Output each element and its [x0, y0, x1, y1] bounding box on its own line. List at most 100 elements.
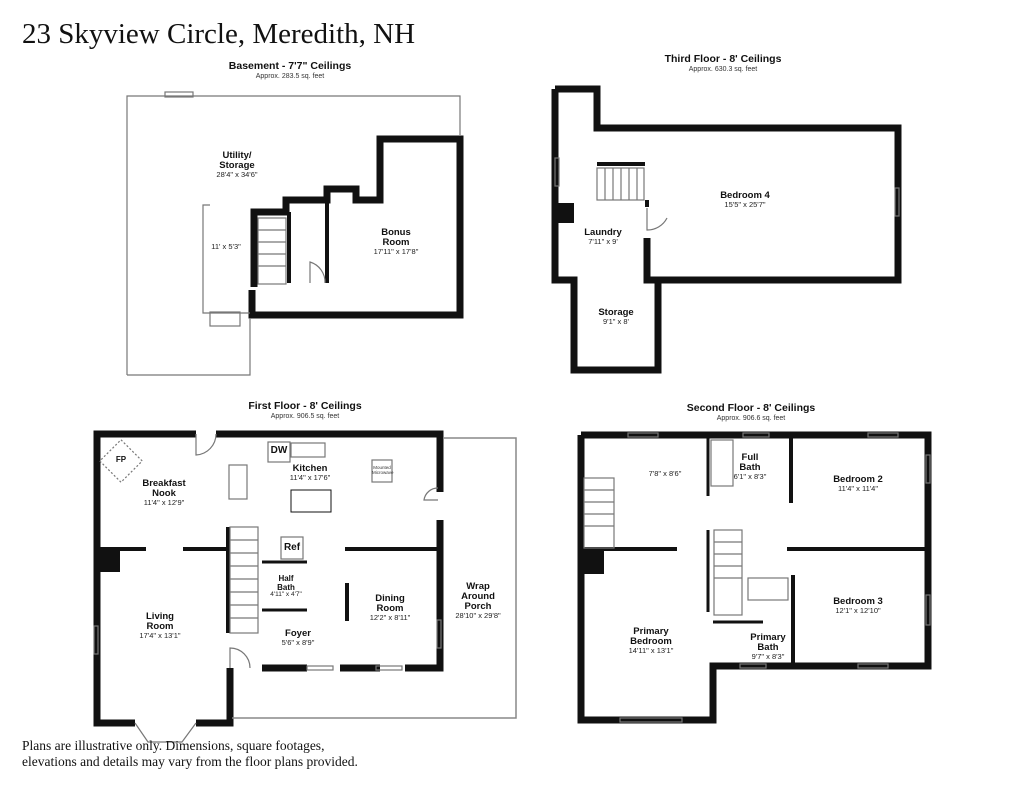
- basement-bonus-walls: [248, 135, 464, 319]
- room-name: Storage: [219, 160, 255, 171]
- room-dims: 7'8" x 8'6": [648, 469, 682, 478]
- chimney: [582, 550, 604, 574]
- room-bedroom-2: Bedroom 2 11'4" x 11'4": [833, 475, 883, 493]
- room-name: Living: [146, 611, 174, 622]
- room-primary-bedroom: Primary Bedroom 14'11" x 13'1": [629, 627, 674, 655]
- room-name: Bedroom 2: [833, 474, 883, 485]
- room-name: Bonus: [381, 227, 411, 238]
- room-dims: 5'6" x 8'9": [281, 638, 315, 647]
- second-floor-walls: [577, 431, 932, 724]
- bay-window: [134, 722, 197, 743]
- window: [306, 665, 334, 671]
- window: [164, 91, 194, 98]
- window: [867, 432, 899, 438]
- room-dims: 17'4" x 13'1": [139, 631, 181, 640]
- door: [423, 487, 439, 501]
- first-floor-area: Approx. 906.5 sq. feet: [270, 413, 340, 420]
- basement-utility-outline: [127, 318, 251, 376]
- window: [554, 157, 560, 187]
- room-storage: Storage 9'1" x 8': [598, 308, 633, 326]
- room-dims: 12'2" x 8'11": [369, 613, 411, 622]
- room-dims: 15'5" x 25'7": [724, 200, 766, 209]
- second-floor-area: Approx. 906.6 sq. feet: [716, 415, 786, 422]
- third-floor-walls: [551, 89, 662, 374]
- room-dims: 4'11" x 4'7": [270, 591, 302, 598]
- room-name: Dining: [375, 593, 405, 604]
- stairs: [713, 529, 743, 616]
- third-floor-title: Third Floor - 8' Ceilings: [664, 53, 782, 65]
- bathtub: [747, 577, 789, 601]
- door: [646, 208, 668, 231]
- kitchen-island: [290, 489, 332, 513]
- room-dims: 11' x 5'3": [211, 242, 241, 251]
- room-name: Nook: [152, 488, 176, 499]
- window: [739, 663, 767, 669]
- room-dims: 28'10" x 29'8": [455, 611, 501, 620]
- room-bedroom-4: Bedroom 4 15'5" x 25'7": [720, 191, 770, 209]
- room-living-room: Living Room 17'4" x 13'1": [139, 612, 180, 640]
- page-title: 23 Skyview Circle, Meredith, NH: [22, 18, 416, 50]
- room-name: Half: [278, 574, 294, 583]
- room-dims: 9'1" x 8': [603, 317, 629, 326]
- room-name: Foyer: [285, 628, 311, 639]
- second-floor-title: Second Floor - 8' Ceilings: [686, 402, 816, 414]
- room-dining-room: Dining Room 12'2" x 8'11": [370, 594, 411, 622]
- room-dims: 28'4" x 34'6": [216, 170, 258, 179]
- chimney: [98, 550, 120, 572]
- stove: [228, 464, 248, 500]
- room-name: Utility/: [222, 150, 252, 161]
- room-dims: 12'1" x 12'10": [835, 606, 881, 615]
- room-name: Wrap: [466, 581, 490, 592]
- window: [619, 717, 683, 723]
- window: [857, 663, 889, 669]
- first-floor-title: First Floor - 8' Ceilings: [248, 400, 362, 412]
- basement-utility-outline: [126, 95, 461, 375]
- window: [93, 625, 99, 655]
- window: [375, 665, 403, 671]
- door: [195, 433, 217, 456]
- room-laundry: Laundry 7'11" x 9': [584, 228, 621, 246]
- room-full-bath: Full Bath 6'1" x 8'3": [734, 453, 767, 481]
- bathtub: [710, 439, 734, 487]
- microwave-label: Mounted Microwave: [372, 465, 394, 475]
- room-name: Bedroom 4: [720, 190, 770, 201]
- basement-area: Approx. 283.5 sq. feet: [255, 73, 325, 80]
- first-floor-walls: [196, 668, 234, 727]
- first-floor-walls: [405, 520, 444, 672]
- room-dims: 6'1" x 8'3": [733, 472, 767, 481]
- refrigerator-label: Ref: [283, 542, 301, 553]
- room-kitchen: Kitchen 11'4" x 17'6": [290, 464, 331, 482]
- room-name: Around: [461, 591, 495, 602]
- window: [209, 311, 241, 327]
- kitchen-sink: [290, 442, 326, 458]
- room-name: Porch: [464, 601, 492, 612]
- room-dims: 17'11" x 17'8": [373, 247, 419, 256]
- stairs: [583, 477, 615, 549]
- room-name: Bath: [739, 462, 761, 473]
- first-floor-walls: [93, 430, 196, 727]
- third-floor-area: Approx. 630.3 sq. feet: [688, 66, 758, 73]
- room-name: Room: [146, 621, 174, 632]
- basement-title: Basement - 7'7" Ceilings: [228, 60, 352, 72]
- microwave: [371, 459, 393, 483]
- room-name: Bath: [277, 583, 295, 592]
- room-dims: 11'4" x 12'9": [143, 498, 185, 507]
- room-foyer: Foyer 5'6" x 8'9": [282, 629, 315, 647]
- door: [229, 647, 251, 669]
- first-floor-walls: [216, 430, 444, 492]
- window: [742, 432, 770, 438]
- room-bedroom-3: Bedroom 3 12'1" x 12'10": [833, 597, 883, 615]
- window: [627, 432, 659, 438]
- room-name: Bedroom 3: [833, 596, 883, 607]
- refrigerator: [280, 536, 304, 560]
- room-breakfast-nook: Breakfast Nook 11'4" x 12'9": [142, 479, 185, 507]
- window: [925, 594, 931, 626]
- basement-nook: [202, 204, 250, 314]
- door: [309, 261, 326, 284]
- room-name: Primary: [750, 632, 786, 643]
- room-dims: 11'4" x 17'6": [289, 473, 331, 482]
- dishwasher-label: DW: [270, 445, 288, 456]
- room-dims: 7'11" x 9': [588, 237, 618, 246]
- window: [436, 619, 442, 649]
